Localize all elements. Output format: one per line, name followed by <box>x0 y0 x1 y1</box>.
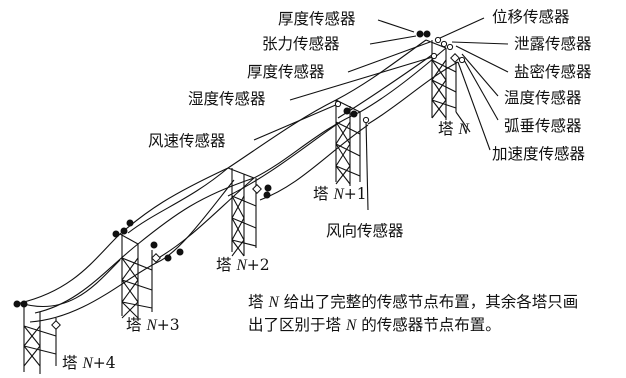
label-acceleration: 加速度传感器 <box>492 145 586 163</box>
sensor-dot <box>121 228 127 234</box>
sensor-diamond <box>451 54 459 62</box>
label-displacement: 位移传感器 <box>492 8 570 26</box>
sensor-dot <box>165 255 171 261</box>
tower-n-plus-3 <box>122 234 152 320</box>
tower-label-n-plus-1: 塔 N+1 <box>313 185 367 203</box>
label-thickness-mid: 厚度传感器 <box>247 63 325 81</box>
sensor-dot <box>351 111 357 117</box>
label-thickness-top: 厚度传感器 <box>278 10 356 28</box>
sensor-dot <box>424 31 430 37</box>
sensor-dot <box>14 301 20 307</box>
sensor-dot <box>151 242 157 248</box>
sensor-dot <box>127 220 133 226</box>
label-wind-speed: 风速传感器 <box>148 132 226 150</box>
tower-n-plus-2 <box>232 168 256 256</box>
tower-label-n: 塔 N <box>438 120 470 138</box>
sensor-dot <box>264 192 270 198</box>
label-temperature: 温度传感器 <box>504 89 582 107</box>
tower-label-n-plus-2: 塔 N+2 <box>216 256 270 274</box>
sensor-dot <box>21 301 27 307</box>
sensor-diamond <box>253 185 261 193</box>
sensor-ring <box>441 41 446 46</box>
tower-n-plus-4 <box>24 305 56 374</box>
label-wind-direction: 风向传感器 <box>326 222 404 240</box>
sensor-markers <box>14 31 465 329</box>
note-text: 的传感器节点布置。 <box>356 316 500 334</box>
sensor-dot <box>113 231 119 237</box>
sensor-ring <box>363 117 368 122</box>
sensor-dot <box>344 108 350 114</box>
sensor-dot <box>417 31 423 37</box>
sensor-ring <box>431 53 436 58</box>
sensor-diamond <box>52 321 60 329</box>
sensor-dot <box>177 249 183 255</box>
note-text: 塔 <box>248 293 268 311</box>
tower-label-n-plus-3: 塔 N+3 <box>126 316 180 334</box>
label-tension: 张力传感器 <box>262 35 340 53</box>
sensor-dot <box>265 185 271 191</box>
tower-label-n-plus-4: 塔 N+4 <box>62 354 116 372</box>
label-leakage: 泄露传感器 <box>514 35 592 53</box>
tower-n <box>432 40 456 120</box>
sensor-ring <box>335 101 340 106</box>
diagram-note: 塔 N 给出了完整的传感节点布置，其余各塔只画出了区别于塔 N 的传感器节点布置… <box>248 291 588 337</box>
label-humidity: 湿度传感器 <box>188 90 266 108</box>
note-variable: N <box>346 317 356 334</box>
note-variable: N <box>268 294 278 311</box>
sensor-ring <box>435 37 440 42</box>
conductor-lines <box>20 40 458 322</box>
sensor-ring <box>447 44 452 49</box>
label-sag: 弧垂传感器 <box>504 117 582 135</box>
label-salt-density: 盐密传感器 <box>514 63 592 81</box>
sensor-ring <box>459 57 464 62</box>
